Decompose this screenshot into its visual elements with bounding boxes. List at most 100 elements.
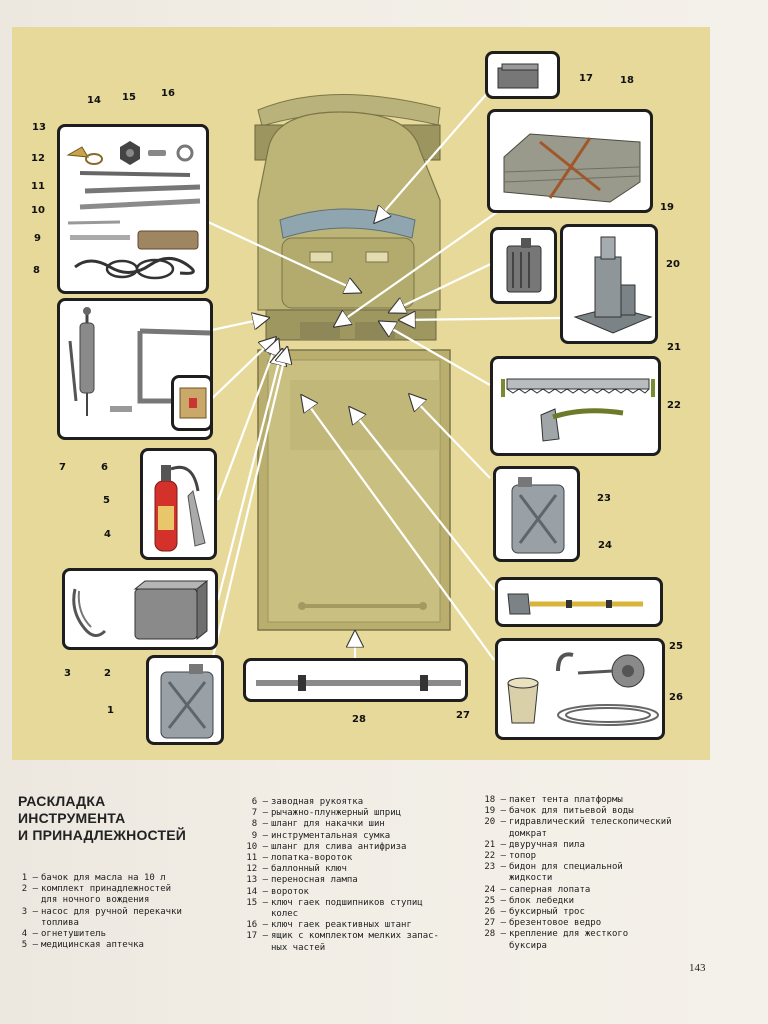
callout-number: 13	[32, 122, 46, 133]
callout-number: 11	[31, 181, 45, 192]
legend-item: 17 —ящик с комплектом мелких запас- ных …	[246, 931, 496, 953]
legend-item-text: двуручная пила	[509, 839, 585, 850]
legend-item-number: 4 —	[21, 929, 38, 940]
legend-item-text: брезентовое ведро	[509, 918, 602, 929]
legend-item-number: 9 —	[251, 830, 268, 841]
legend-item: 23 —бидон для специальной жидкости	[484, 862, 746, 884]
callout-number: 28	[352, 714, 366, 725]
legend-item: 25 —блок лебедки	[484, 896, 746, 907]
legend-item: 12 —баллонный ключ	[246, 864, 496, 875]
legend-item-number: 20 —	[484, 817, 506, 828]
callout-number: 21	[667, 342, 681, 353]
special-liquid-can-drawing	[511, 477, 565, 554]
legend-item-text: вороток	[271, 886, 309, 897]
callout-number: 6	[101, 462, 108, 473]
legend-item-text: бачок для питьевой воды	[509, 806, 634, 817]
legend-item-text: шланг для слива антифриза	[271, 841, 407, 852]
legend-item-text: бачок для масла на 10 л	[41, 873, 166, 883]
legend-column-1: 1 —бачок для масла на 10 л 2 —комплект п…	[16, 873, 226, 951]
callout-number: 14	[87, 95, 101, 106]
legend-item-text: саперная лопата	[509, 884, 591, 895]
callout-number: 16	[161, 88, 175, 99]
first-aid-kit-drawing	[179, 387, 207, 419]
legend-item-text: огнетушитель	[41, 929, 107, 940]
legend-item-number: 19 —	[484, 806, 506, 817]
hydraulic-jack-panel	[560, 224, 658, 344]
legend-item-number: 8 —	[251, 819, 268, 830]
legend-item: 14 —вороток	[246, 887, 496, 898]
fire-extinguisher-drawing	[154, 465, 206, 552]
legend-item-text: блок лебедки	[509, 895, 575, 906]
legend-title-line: ИНСТРУМЕНТА	[18, 810, 126, 826]
legend-item: 3 —насос для ручной перекачки топлива	[16, 907, 226, 929]
legend-item-text: ключ гаек подшипников ступиц колес	[271, 897, 423, 920]
spare-parts-box-drawing	[497, 63, 539, 89]
legend-item-text: медицинская аптечка	[41, 940, 144, 951]
drinking-water-tank-panel	[490, 227, 557, 304]
legend-item-number: 5 —	[21, 940, 38, 951]
legend-item-text: ящик с комплектом мелких запас- ных част…	[271, 931, 439, 953]
callout-number: 20	[666, 259, 680, 270]
oil-canister-drawing	[160, 664, 214, 739]
oil-canister-panel	[146, 655, 224, 745]
legend-item-number: 3 —	[21, 906, 38, 917]
legend-item-text: крепление для жесткого буксира	[509, 929, 629, 951]
legend-title: РАСКЛАДКА ИНСТРУМЕНТА И ПРИНАДЛЕЖНОСТЕЙ	[18, 793, 186, 844]
legend-item-number: 24 —	[484, 884, 506, 895]
callout-number: 4	[104, 529, 111, 540]
legend-item: 22 —топор	[484, 851, 746, 862]
legend-item-text: буксирный трос	[509, 907, 585, 918]
legend-item-number: 15 —	[246, 897, 268, 908]
legend-item-text: заводная рукоятка	[271, 797, 364, 807]
water-tank-drawing	[506, 238, 542, 293]
callout-number: 2	[104, 668, 111, 679]
legend-item: 13 —переносная лампа	[246, 875, 496, 886]
legend-title-line: И ПРИНАДЛЕЖНОСТЕЙ	[18, 827, 187, 843]
legend-item: 18 —пакет тента платформы	[484, 795, 746, 806]
pump-night-kit-drawing	[72, 579, 209, 641]
legend-item-number: 2 —	[21, 884, 38, 895]
legend-item: 16 —ключ гаек реактивных штанг	[246, 920, 496, 931]
legend-item-text: ключ гаек реактивных штанг	[271, 920, 412, 931]
legend-item-number: 16 —	[246, 920, 268, 931]
legend-item-number: 28 —	[484, 929, 506, 940]
callout-number: 12	[31, 153, 45, 164]
sapper-shovel-panel	[495, 577, 663, 627]
legend-item: 4 —огнетушитель	[16, 929, 226, 940]
legend-item-number: 6 —	[251, 797, 268, 807]
legend-item: 20 —гидравлический телескопический домкр…	[484, 817, 746, 839]
callout-number: 8	[33, 265, 40, 276]
legend-column-2: 6 —заводная рукоятка 7 —рычажно-плунжерн…	[246, 797, 496, 954]
tarpaulin-package-drawing	[503, 133, 641, 203]
first-aid-kit-panel	[171, 375, 213, 431]
legend-item-number: 22 —	[484, 851, 506, 862]
legend-item-number: 1 —	[21, 873, 38, 883]
special-liquid-can-panel	[493, 466, 580, 562]
legend-item: 9 —инструментальная сумка	[246, 831, 496, 842]
tow-bar-mount-panel	[243, 658, 468, 702]
legend-item: 19 —бачок для питьевой воды	[484, 806, 746, 817]
callout-number: 19	[660, 202, 674, 213]
legend-item-number: 25 —	[484, 895, 506, 906]
legend-item: 24 —саперная лопата	[484, 885, 746, 896]
legend-item-text: насос для ручной перекачки топлива	[41, 906, 182, 928]
legend-item-number: 7 —	[251, 808, 268, 819]
legend-item-number: 23 —	[484, 862, 506, 873]
legend-item-text: бидон для специальной жидкости	[509, 862, 623, 884]
legend-item: 8 —шланг для накачки шин	[246, 819, 496, 830]
winch-block-bucket-rope-panel	[495, 638, 665, 740]
winch-bucket-rope-drawing	[507, 652, 659, 726]
saw-axe-drawing	[501, 378, 655, 442]
legend-item: 21 —двуручная пила	[484, 840, 746, 851]
callout-number: 1	[107, 705, 114, 716]
legend-item: 15 —ключ гаек подшипников ступиц колес	[246, 898, 496, 920]
tow-bar-mount-drawing	[256, 675, 461, 691]
legend-title-line: РАСКЛАДКА	[18, 793, 106, 809]
legend-item-number: 12 —	[246, 864, 268, 875]
legend-column-3: 18 —пакет тента платформы 19 —бачок для …	[484, 795, 746, 952]
legend-item-text: пакет тента платформы	[509, 795, 623, 805]
legend-item-number: 10 —	[246, 841, 268, 852]
callout-number: 26	[669, 692, 683, 703]
legend-item: 11 —лопатка-вороток	[246, 853, 496, 864]
legend-item-number: 13 —	[246, 875, 268, 886]
